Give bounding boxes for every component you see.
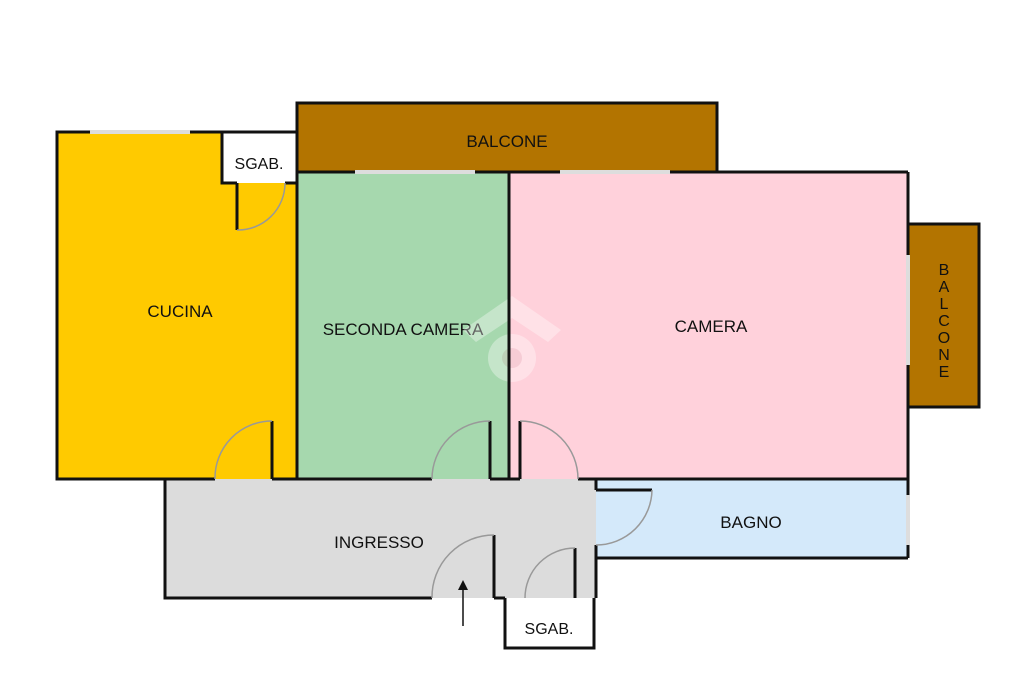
balcone-right-letter-4: C bbox=[938, 313, 950, 330]
windows bbox=[90, 130, 910, 545]
room-ingresso: INGRESSO bbox=[165, 479, 596, 598]
bagno-area bbox=[596, 479, 908, 558]
cucina-area bbox=[57, 132, 297, 479]
room-camera: CAMERA bbox=[509, 172, 908, 479]
sgab-bottom-label: SGAB. bbox=[525, 621, 574, 638]
balcone-right-letter-2: A bbox=[939, 279, 950, 296]
ingresso-label: INGRESSO bbox=[334, 533, 424, 552]
room-seconda-camera: SECONDA CAMERA bbox=[297, 172, 509, 479]
sgab-bottom-area bbox=[505, 598, 594, 648]
up-arrow-icon bbox=[458, 580, 468, 626]
room-cucina: CUCINA bbox=[57, 132, 297, 479]
room-sgab-top: SGAB. bbox=[222, 132, 297, 183]
room-balcone-right: B A L C O N E bbox=[906, 222, 981, 409]
balcone-right-letter-7: E bbox=[939, 364, 950, 381]
balcone-right-letter-3: L bbox=[940, 296, 949, 313]
bagno-label: BAGNO bbox=[720, 513, 781, 532]
balcone-top-label: BALCONE bbox=[466, 132, 547, 151]
ingresso-area bbox=[165, 479, 596, 598]
room-sgab-bottom: SGAB. bbox=[505, 598, 594, 648]
sgab-top-area bbox=[222, 132, 297, 183]
doors bbox=[214, 182, 653, 599]
balcone-right-letter-6: N bbox=[938, 347, 950, 364]
seconda-camera-label: SECONDA CAMERA bbox=[323, 320, 484, 339]
room-bagno: BAGNO bbox=[596, 479, 908, 558]
cucina-label: CUCINA bbox=[147, 302, 213, 321]
room-balcone-top: BALCONE bbox=[295, 101, 719, 174]
sgab-top-label: SGAB. bbox=[235, 156, 284, 173]
camera-label: CAMERA bbox=[675, 317, 748, 336]
balcone-right-area bbox=[906, 222, 981, 409]
balcone-right-letter-1: B bbox=[939, 262, 950, 279]
house-logo-icon bbox=[463, 296, 561, 382]
camera-area bbox=[509, 172, 908, 479]
balcone-right-letter-5: O bbox=[938, 330, 950, 347]
seconda-camera-area bbox=[297, 172, 509, 479]
